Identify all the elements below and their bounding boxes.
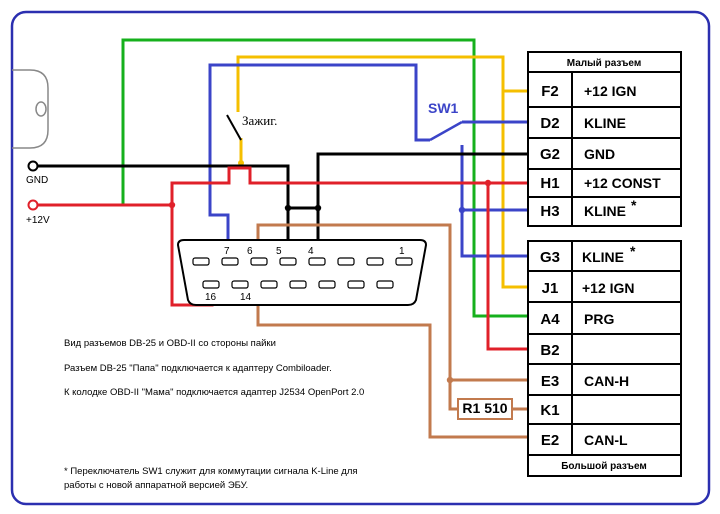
large-pin-g3-label: KLINE <box>582 249 624 265</box>
switch-sw1-label: SW1 <box>428 100 459 116</box>
small-pin-d2-label: KLINE <box>584 115 626 131</box>
ignition-switch-blade <box>226 114 242 141</box>
gnd-terminal-label: GND <box>26 175 48 186</box>
note-line-3: К колодке OBD-II "Мама" подключается ада… <box>64 387 364 398</box>
wire-yellow-ign-j1 <box>501 91 530 289</box>
obd2-bottom-pins <box>202 280 394 289</box>
large-connector: Большой разъем G3 KLINE * J1 +12 IGN A4 … <box>527 240 682 477</box>
plus12-terminal <box>27 199 39 211</box>
ignition-label: Зажиг. <box>242 113 277 128</box>
junction-brown-canh <box>446 376 454 384</box>
wire-red-b2 <box>486 183 530 351</box>
resistor-label: R1 510 <box>462 400 507 416</box>
large-pin-a4-label: PRG <box>584 311 614 327</box>
plus12-terminal-label: +12V <box>26 215 50 226</box>
obd-pin-4: 4 <box>308 246 314 257</box>
junction-red-right <box>484 179 492 187</box>
large-pin-g3-id: G3 <box>540 249 560 266</box>
wire-green-prg <box>121 38 530 318</box>
small-connector: Малый разъем F2 +12 IGN D2 KLINE G2 GND … <box>527 51 682 227</box>
obd-pin-7: 7 <box>224 246 230 257</box>
small-pin-f2-label: +12 IGN <box>584 83 637 99</box>
large-pin-e3-label: CAN-H <box>584 373 629 389</box>
note-line-2: Разъем DB-25 "Папа" подключается к адапт… <box>64 363 332 374</box>
large-pin-a4-id: A4 <box>540 311 560 328</box>
obd-pin-14: 14 <box>240 292 252 303</box>
large-pin-e2-id: E2 <box>541 432 559 449</box>
large-pin-e2-label: CAN-L <box>584 432 628 448</box>
wire-yellow-ign-f2 <box>236 55 530 112</box>
small-pin-h1-label: +12 CONST <box>584 175 661 191</box>
wire-brown-canh <box>256 223 530 382</box>
obd2-top-pins <box>192 257 413 266</box>
small-pin-h3-mark: * <box>631 197 637 213</box>
junction-black-2 <box>314 204 322 212</box>
resistor-r1: R1 510 <box>457 398 513 420</box>
wire-blue-sw1-down <box>460 145 530 258</box>
wire-blue-kline-obd <box>208 63 430 262</box>
wire-brown-r1-left <box>448 380 458 411</box>
junction-red-left <box>168 201 176 209</box>
large-connector-title: Большой разъем <box>561 461 647 472</box>
small-connector-title: Малый разъем <box>567 58 641 69</box>
small-pin-g2-label: GND <box>584 146 615 162</box>
junction-blue-h3 <box>458 206 466 214</box>
large-pin-j1-label: +12 IGN <box>582 280 635 296</box>
small-pin-g2-id: G2 <box>540 146 560 163</box>
small-pin-h3-id: H3 <box>540 203 559 220</box>
wire-red-to-obd16 <box>170 166 530 205</box>
large-pin-e3-id: E3 <box>541 373 559 390</box>
small-pin-d2-id: D2 <box>540 115 559 132</box>
large-pin-b2-id: B2 <box>540 342 559 359</box>
obd2-connector: 7 6 5 4 1 16 14 <box>176 239 428 306</box>
large-pin-g3-mark: * <box>630 243 636 259</box>
wire-brown-canl <box>256 286 530 439</box>
small-pin-h1-id: H1 <box>540 175 559 192</box>
obd-pin-5: 5 <box>276 246 282 257</box>
diagram-frame <box>10 10 711 506</box>
note-line-1: Вид разъемов DB-25 и OBD-II со стороны п… <box>64 338 276 349</box>
small-pin-h3-label: KLINE <box>584 203 626 219</box>
footnote-line-1: * Переключатель SW1 служит для коммутаци… <box>64 466 358 477</box>
obd-pin-6: 6 <box>247 246 253 257</box>
junction-black-1 <box>284 204 292 212</box>
wire-black-gnd <box>37 164 290 262</box>
small-pin-f2-id: F2 <box>541 83 559 100</box>
gnd-terminal <box>27 160 39 172</box>
sw1-blade <box>429 120 463 142</box>
footnote-line-2: работы с новой аппаратной версией ЭБУ. <box>64 480 248 491</box>
large-pin-k1-id: K1 <box>540 402 559 419</box>
large-pin-j1-id: J1 <box>542 280 559 297</box>
obd-pin-1: 1 <box>399 246 405 257</box>
device-sketch <box>12 69 49 149</box>
obd-pin-16: 16 <box>205 292 217 303</box>
